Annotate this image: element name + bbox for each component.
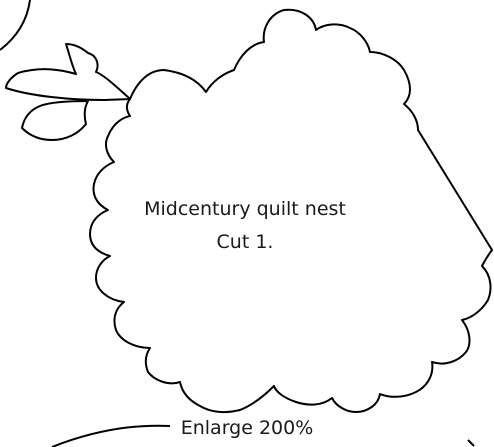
leaf-upper [5, 43, 131, 101]
partial-arc-bottom-left [51, 424, 171, 447]
cut-instruction: Cut 1. [216, 231, 274, 253]
nest-outline [89, 8, 493, 414]
enlarge-note: Enlarge 200% [180, 417, 314, 439]
tick-mark-bottom-right [467, 439, 475, 447]
pattern-title: Midcentury quilt nest [144, 198, 346, 220]
leaf-lower [21, 100, 89, 141]
partial-circle-top-left [0, 0, 31, 51]
